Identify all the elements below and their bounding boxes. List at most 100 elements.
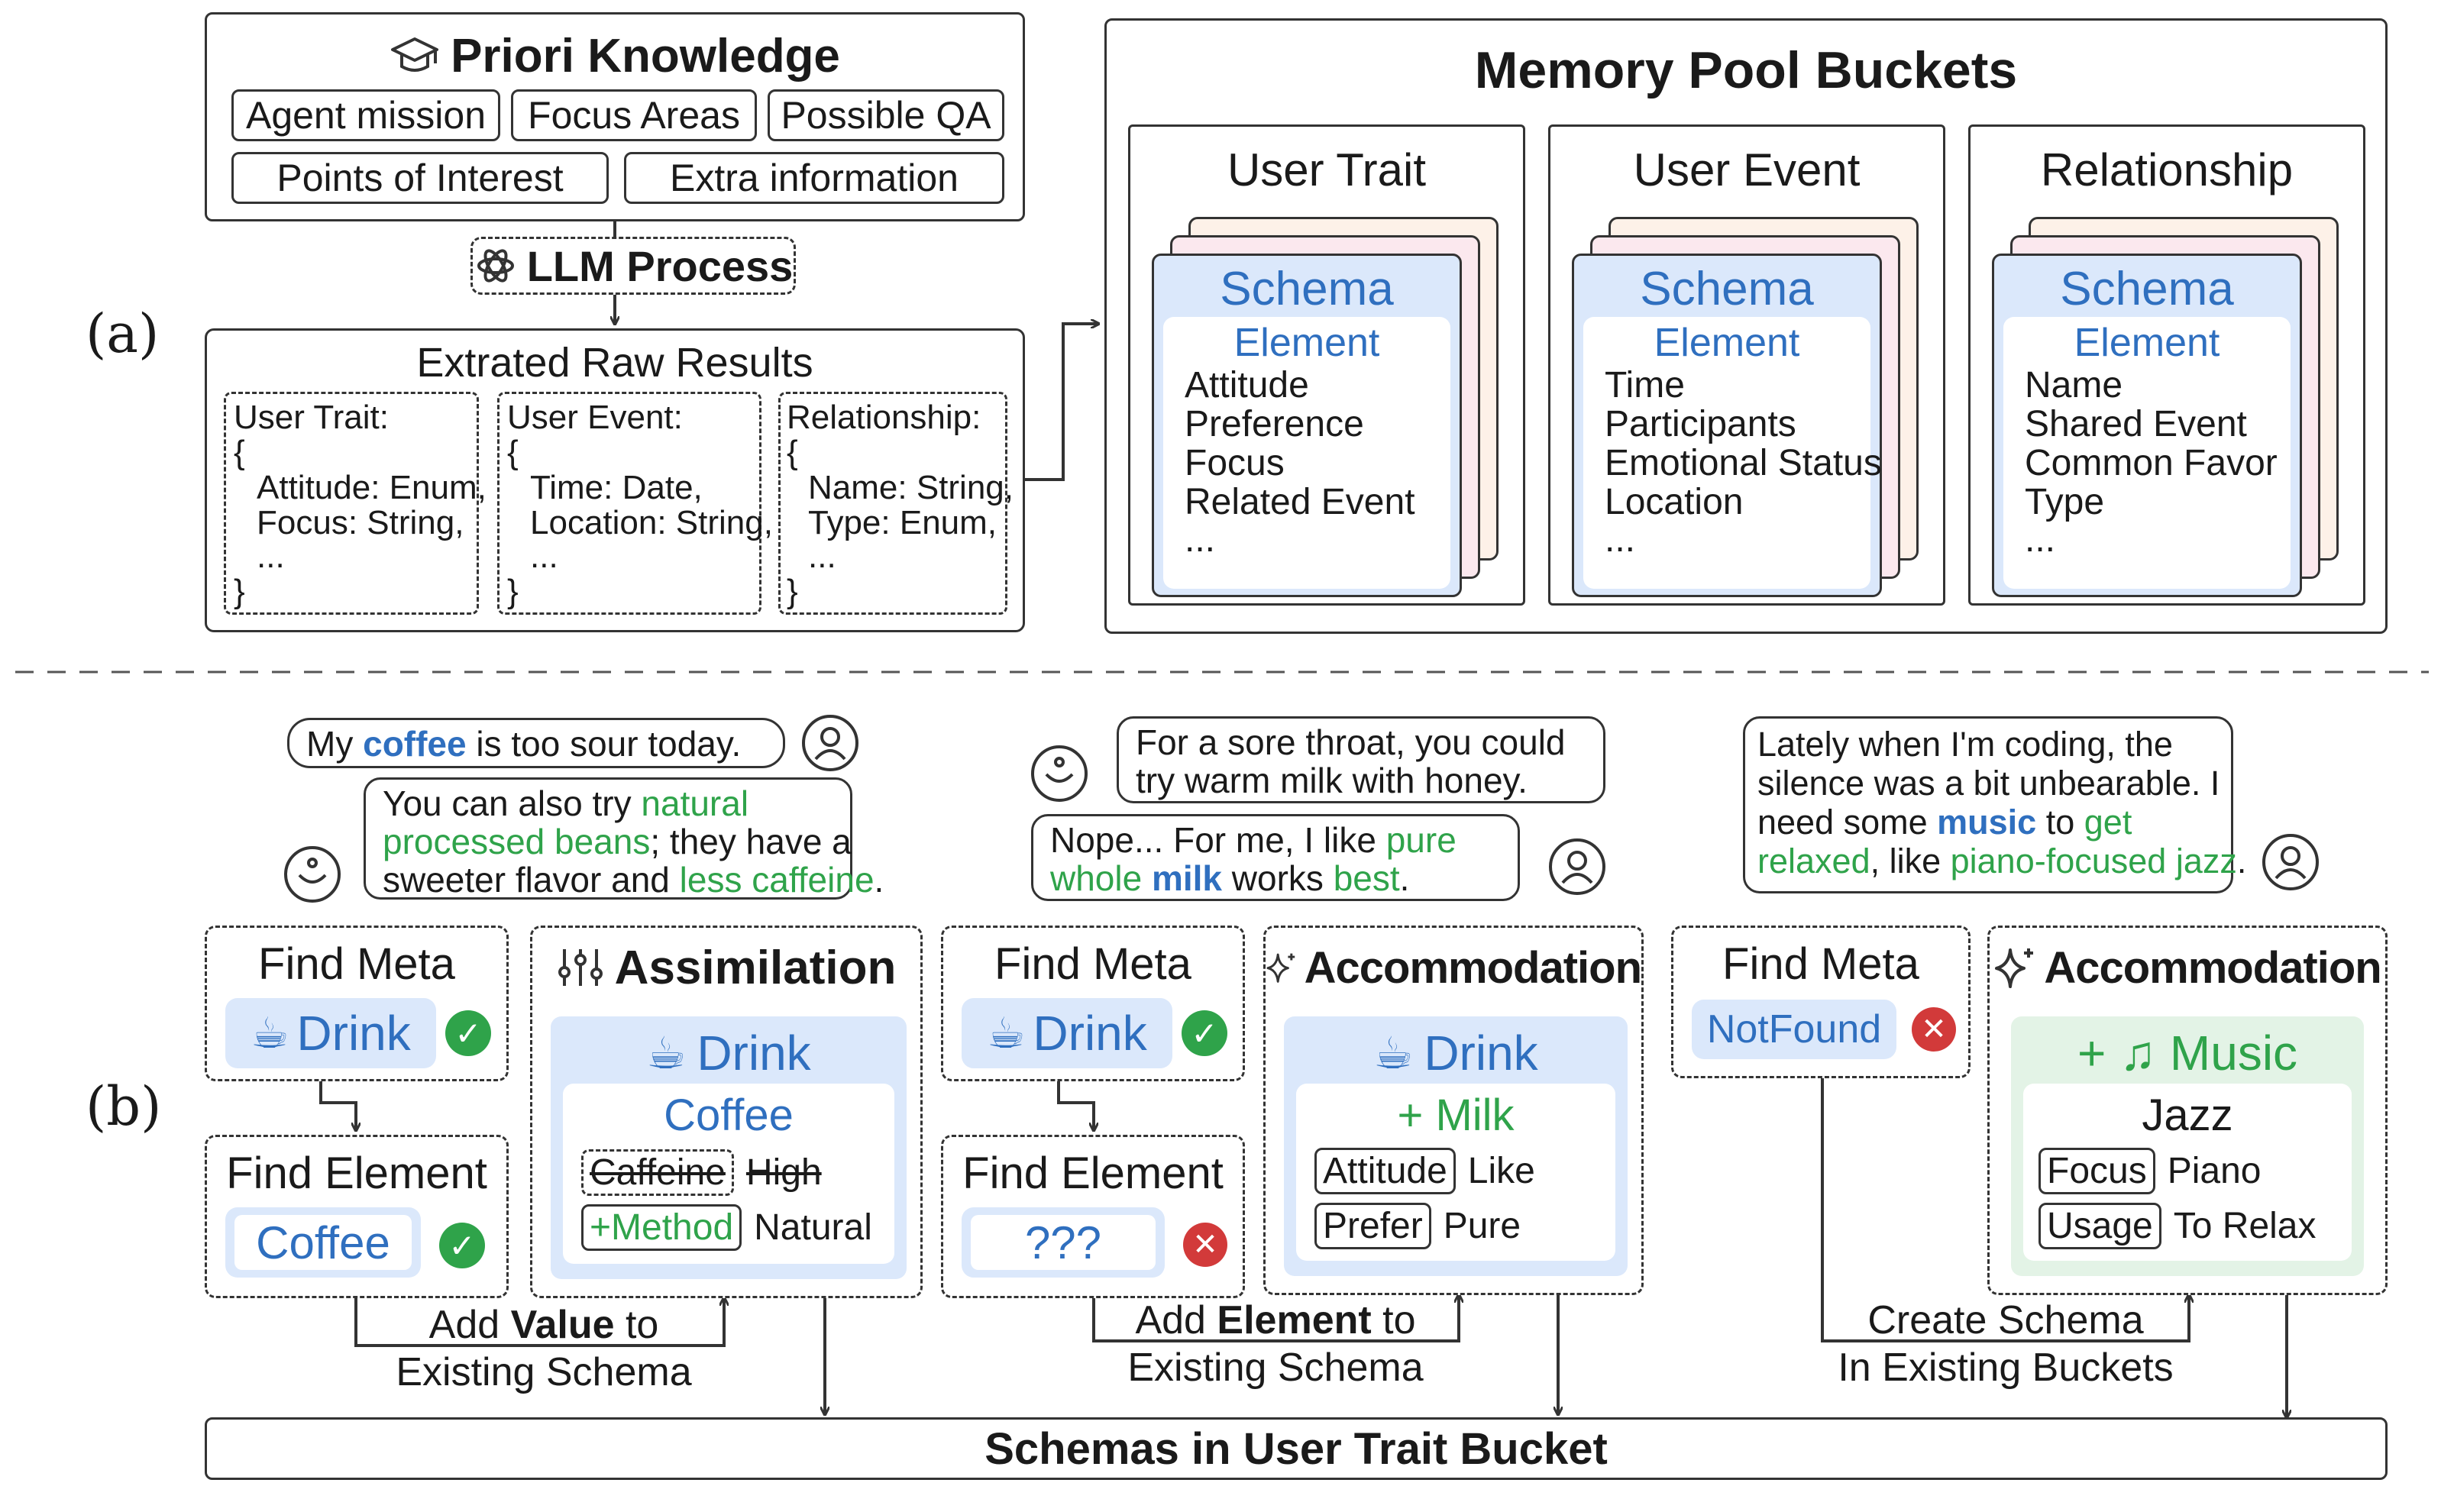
priori-item-possible-qa: Possible QA xyxy=(768,89,1004,141)
card-row-value: To Relax xyxy=(2173,1206,2317,1246)
op-title: Accommodation xyxy=(2044,942,2381,993)
element-item: Focus xyxy=(1185,443,1285,483)
card-row: Caffeine High xyxy=(581,1149,822,1196)
chat2-agent-bubble: For a sore throat, you could try warm mi… xyxy=(1117,716,1605,803)
raw-col-head: User Trait: xyxy=(234,399,389,436)
case3-find-meta: Find Meta NotFound ✕ xyxy=(1671,926,1971,1078)
schema-title: Schema xyxy=(2060,262,2234,315)
accommodation-header: Accommodation xyxy=(1266,940,1642,995)
raw-col-open: { xyxy=(787,434,798,471)
bucket-name: Relationship xyxy=(2040,144,2294,195)
element-item: Attitude xyxy=(1185,365,1309,405)
new-schema-card: + ♫ Music Jazz Focus Piano Usage To Rela… xyxy=(2011,1016,2364,1276)
raw-col-line: Type: Enum, xyxy=(808,504,997,541)
op-title: Accommodation xyxy=(1304,942,1642,993)
bucket-relationship: Relationship Schema Element Name Shared … xyxy=(1968,124,2365,606)
label-a: (a) xyxy=(86,302,160,365)
chat-text: works xyxy=(1222,858,1334,898)
element-item: ... xyxy=(1605,519,1636,560)
chat-text: try warm milk with honey. xyxy=(1136,761,1528,800)
case2-find-meta: Find Meta ☕ Drink ✓ xyxy=(941,926,1245,1081)
card-row-value: Like xyxy=(1467,1151,1535,1191)
schema-card-title: ☕ Drink xyxy=(1284,1023,1628,1084)
check-icon: ✓ xyxy=(445,1010,491,1056)
element-item: Related Event xyxy=(1185,482,1415,522)
raw-col-relationship: Relationship: { Name: String, Type: Enum… xyxy=(778,392,1014,615)
element-item: Time xyxy=(1605,365,1685,405)
card-row-tag: Focus xyxy=(2038,1148,2155,1194)
priori-item-agent-mission: Agent mission xyxy=(231,89,500,141)
chat-keyword: processed beans xyxy=(383,822,651,861)
element-value: ??? xyxy=(971,1215,1156,1270)
card-title-text: Drink xyxy=(1424,1026,1538,1081)
element-value: Coffee xyxy=(234,1215,412,1270)
card-row: +Method Natural xyxy=(581,1204,872,1251)
chat-keyword: music xyxy=(1937,803,2037,842)
chat1-agent-bubble: You can also try natural processed beans… xyxy=(364,777,884,900)
raw-col-user-trait: User Trait: { Attitude: Enum, Focus: Str… xyxy=(224,392,487,615)
chat-text: is too sour today. xyxy=(466,724,742,764)
card-row: Attitude Like xyxy=(1314,1148,1535,1194)
element-heading: Element xyxy=(1233,321,1380,365)
card-inner: Coffee Caffeine High +Method Natural xyxy=(563,1084,894,1264)
arrow-case3-create-schema xyxy=(1821,1078,2189,1342)
card-row-value: Natural xyxy=(754,1207,872,1248)
check-icon: ✓ xyxy=(439,1223,485,1268)
check-icon: ✓ xyxy=(1182,1010,1227,1056)
llm-process-box: LLM Process xyxy=(470,237,796,295)
case1-assimilation-panel: Assimilation ☕ Drink Coffee Caffeine Hig… xyxy=(530,926,923,1298)
find-element-title: Find Element xyxy=(226,1148,487,1198)
raw-col-line: Time: Date, xyxy=(530,469,703,506)
chat-text: silence was a bit unbearable. I xyxy=(1757,764,2220,803)
element-item: ... xyxy=(1185,519,1216,560)
chat-text: . xyxy=(874,860,884,900)
chat-text: . xyxy=(2236,842,2247,880)
chat-keyword: piano-focused jazz xyxy=(1950,842,2237,880)
raw-col-head: User Event: xyxy=(507,399,683,436)
meta-value: NotFound xyxy=(1706,1007,1882,1052)
raw-results-box: Extrated Raw Results User Trait: { Attit… xyxy=(205,328,1025,632)
user-avatar-icon xyxy=(802,715,858,771)
assimilation-header: Assimilation xyxy=(532,940,920,995)
element-chip: Coffee xyxy=(225,1207,421,1278)
card-row-value: Piano xyxy=(2167,1151,2262,1191)
caption-text: In Existing Buckets xyxy=(1838,1346,2174,1390)
find-meta-title: Find Meta xyxy=(258,939,455,989)
schema-card: Schema Element Name Shared Event Common … xyxy=(1992,254,2302,597)
card-row: Usage To Relax xyxy=(2038,1203,2317,1249)
card-row: Prefer Pure xyxy=(1314,1203,1521,1249)
caption-text: Create Schema xyxy=(1867,1298,2144,1342)
chat-keyword: less caffeine xyxy=(679,860,875,900)
raw-col-open: { xyxy=(234,434,245,471)
element-item: ... xyxy=(2025,519,2056,560)
caption-text: Add xyxy=(1135,1298,1217,1342)
meta-value: Drink xyxy=(296,1006,411,1061)
chat-text: need some xyxy=(1757,803,1938,842)
card-row-tag: +Method xyxy=(581,1204,742,1251)
raw-col-line: ... xyxy=(530,538,558,575)
priori-knowledge-box: Priori Knowledge Agent mission Focus Are… xyxy=(205,12,1025,221)
chat-keyword: milk xyxy=(1151,858,1223,898)
raw-col-line: ... xyxy=(808,538,836,575)
caption-bold: Value xyxy=(510,1303,615,1347)
card-row-tag: Usage xyxy=(2038,1203,2161,1249)
card-row-value: Pure xyxy=(1443,1206,1521,1246)
sparkle-icon xyxy=(1995,948,2034,988)
card-row-tag: Prefer xyxy=(1314,1203,1431,1249)
memory-pool-title: Memory Pool Buckets xyxy=(1107,36,2385,105)
caption-text: Existing Schema xyxy=(1127,1346,1424,1390)
raw-col-line: Name: String, xyxy=(808,469,1014,506)
case2-accommodation-panel: Accommodation ☕ Drink + Milk Attitude Li… xyxy=(1263,926,1644,1295)
priori-item-focus-areas: Focus Areas xyxy=(511,89,757,141)
chat-text: Nope... For me, I like xyxy=(1050,820,1386,860)
memory-pool-title-text: Memory Pool Buckets xyxy=(1474,41,2018,99)
arrow-case1-add-value xyxy=(354,1298,724,1347)
chat3-user-bubble: Lately when I'm coding, the silence was … xyxy=(1743,716,2246,893)
schema-card-title: ☕ Drink xyxy=(551,1023,907,1084)
element-item: Emotional Status xyxy=(1605,443,1882,483)
caption-text: Existing Schema xyxy=(396,1350,692,1394)
arrow-meta-to-element-1 xyxy=(319,1081,356,1130)
openai-icon xyxy=(477,249,514,283)
raw-col-close: } xyxy=(507,573,519,610)
chat2-user-bubble: Nope... For me, I like pure whole milk w… xyxy=(1031,814,1520,901)
